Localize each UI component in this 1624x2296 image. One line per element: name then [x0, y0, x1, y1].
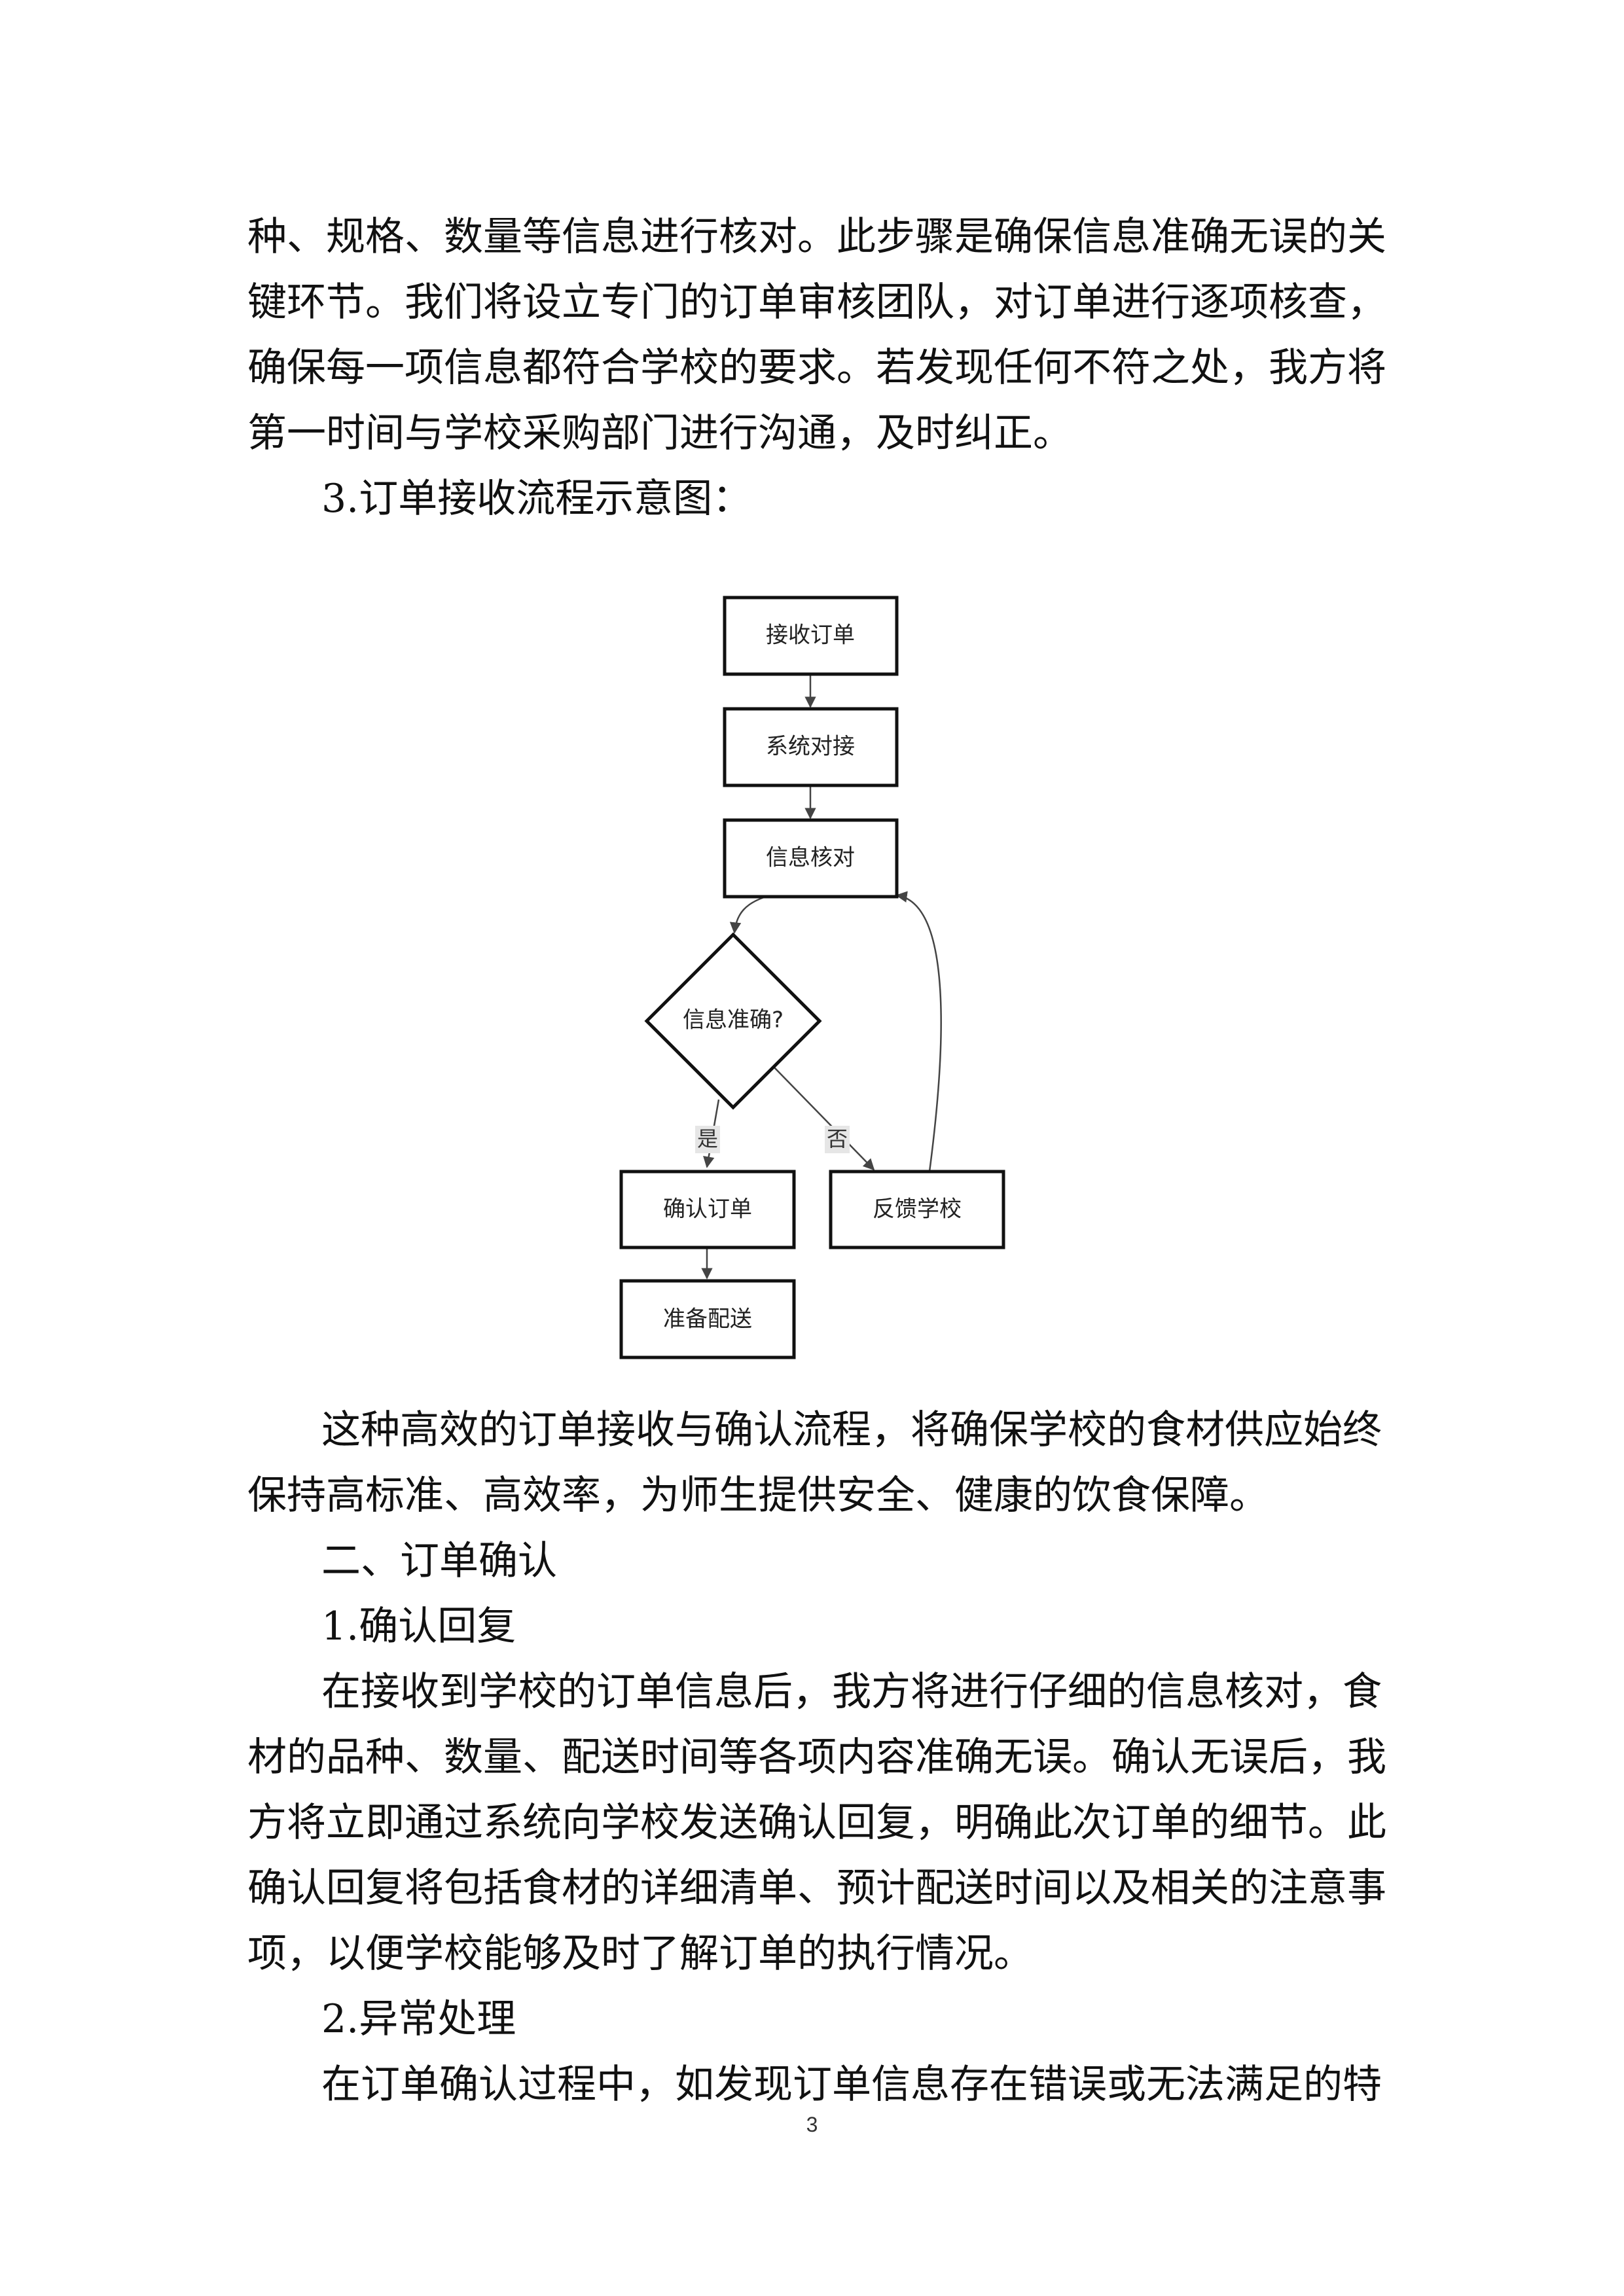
- paragraph-line: 在订单确认过程中，如发现订单信息存在错误或无法满足的特: [321, 2062, 1382, 2108]
- svg-text:反馈学校: 反馈学校: [873, 1196, 962, 1223]
- node-prepare-delivery: 准备配送: [619, 1279, 796, 1359]
- paragraph-line: 材的品种、数量、配送时间等各项内容准确无误。确认无误后，我: [247, 1734, 1386, 1780]
- paragraph-line: 确认回复将包括食材的详细清单、预计配送时间以及相关的注意事: [247, 1865, 1386, 1911]
- svg-text:是: 是: [697, 1126, 718, 1151]
- paragraph-line: 方将立即通过系统向学校发送确认回复，明确此次订单的细节。此: [247, 1800, 1386, 1846]
- node-info-check: 信息核对: [723, 818, 899, 899]
- svg-text:否: 否: [827, 1126, 848, 1151]
- page-number: 3: [806, 2113, 818, 2136]
- node-system-dock: 系统对接: [723, 707, 899, 787]
- paragraph-line: 项，以便学校能够及时了解订单的执行情况。: [247, 1931, 1033, 1977]
- paragraph-line: 键环节。我们将设立专门的订单审核团队，对订单进行逐项核查，: [247, 279, 1386, 325]
- paragraph-line: 种、规格、数量等信息进行核对。此步骤是确保信息准确无误的关: [247, 214, 1386, 260]
- edge-decision-no: [772, 1065, 875, 1171]
- edge-label-no: 否: [825, 1126, 850, 1153]
- paragraph-line: 这种高效的订单接收与确认流程，将确保学校的食材供应始终: [321, 1407, 1382, 1453]
- edge-label-yes: 是: [695, 1126, 720, 1153]
- node-feedback-school: 反馈学校: [829, 1170, 1005, 1249]
- diagram-heading: 3.订单接收流程示意图：: [321, 476, 752, 522]
- subheading-exception-handling: 2.异常处理: [321, 1996, 516, 2042]
- subheading-confirm-reply: 1.确认回复: [321, 1604, 516, 1649]
- paragraph-line: 第一时间与学校采购部门进行沟通，及时纠正。: [247, 410, 1072, 456]
- paragraph-line: 在接收到学校的订单信息后，我方将进行仔细的信息核对，食: [321, 1669, 1382, 1715]
- section-heading: 二、订单确认: [321, 1538, 557, 1584]
- paragraph-line: 保持高标准、高效率，为师生提供安全、健康的饮食保障。: [247, 1473, 1269, 1518]
- edge-check-to-decision: [729, 895, 767, 934]
- svg-text:信息准确?: 信息准确?: [683, 1007, 784, 1033]
- svg-text:确认订单: 确认订单: [663, 1196, 752, 1223]
- paragraph-line: 确保每一项信息都符合学校的要求。若发现任何不符之处，我方将: [247, 345, 1386, 391]
- node-confirm-order: 确认订单: [619, 1170, 796, 1249]
- svg-text:接收订单: 接收订单: [766, 622, 855, 649]
- svg-text:准备配送: 准备配送: [663, 1306, 752, 1333]
- node-receive-order: 接收订单: [723, 596, 899, 676]
- node-decision: 信息准确?: [644, 932, 822, 1110]
- edge-feedback-to-check: [895, 891, 942, 1172]
- svg-text:系统对接: 系统对接: [766, 734, 855, 760]
- svg-text:信息核对: 信息核对: [766, 845, 855, 871]
